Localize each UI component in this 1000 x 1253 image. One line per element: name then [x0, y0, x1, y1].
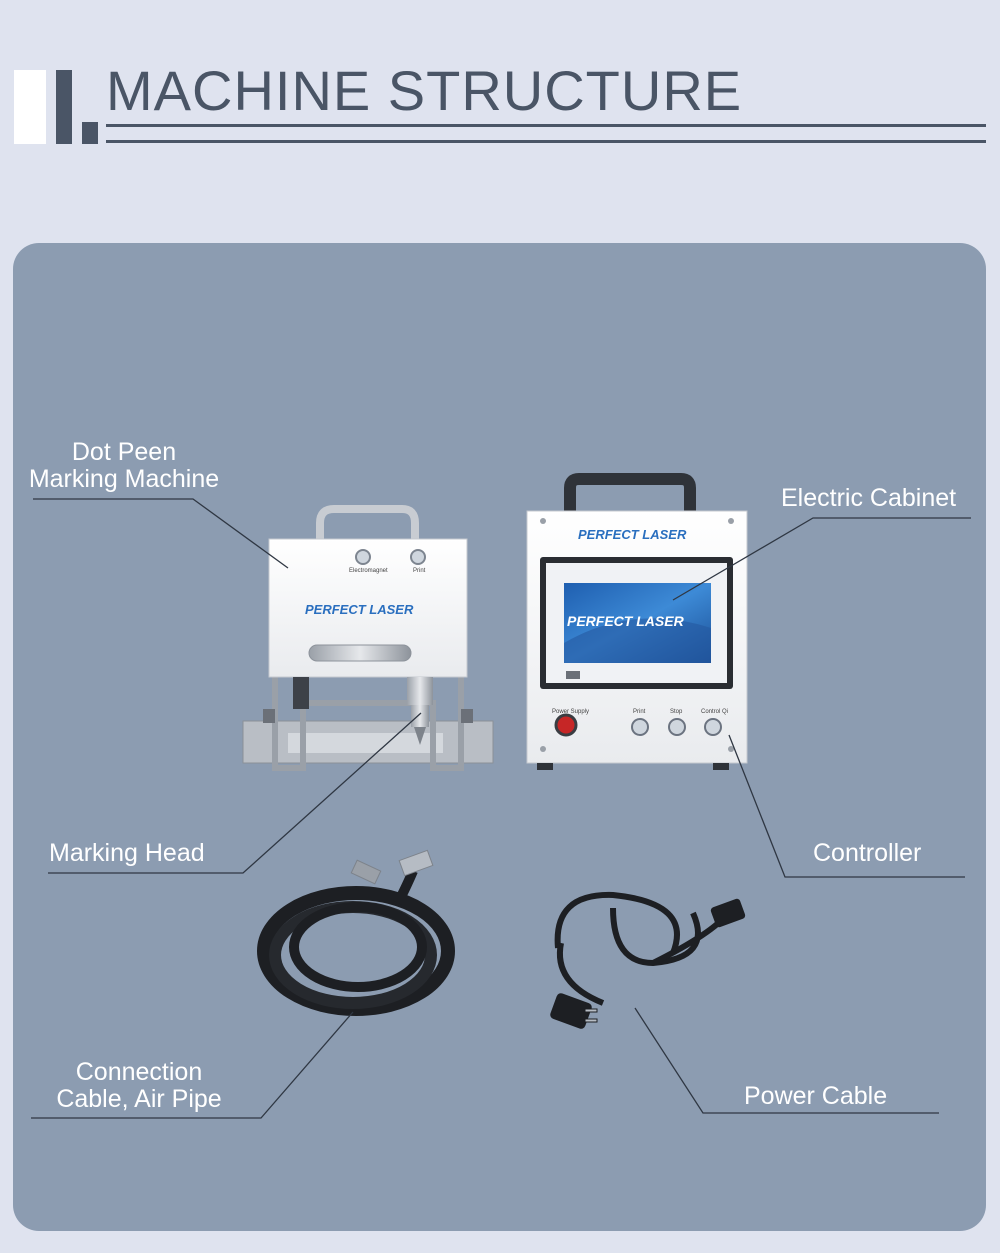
power-supply-label: Power Supply — [552, 709, 590, 715]
callout-electric-cabinet: Electric Cabinet — [781, 484, 957, 512]
power-cable — [550, 891, 746, 1029]
callout-dot-peen: Dot Peen Marking Machine — [23, 439, 225, 493]
brand-logo-cabinet: PERFECT LASER — [578, 527, 687, 542]
brand-logo-machine: PERFECT LASER — [305, 602, 414, 617]
brand-logo-screen: PERFECT LASER — [567, 613, 684, 629]
connection-cable-coil — [257, 849, 455, 1016]
electric-cabinet — [526, 473, 748, 770]
stop-label: Stop — [670, 709, 683, 715]
title-rule-bottom — [106, 140, 986, 143]
numeral-dot — [82, 122, 98, 144]
electromagnet-label: Electromagnet — [349, 568, 388, 574]
device-print-label: Print — [633, 709, 646, 715]
callout-power-cable: Power Cable — [744, 1082, 888, 1110]
section-header: MACHINE STRUCTURE — [0, 0, 1000, 170]
callout-connection-line1: Connection — [75, 1058, 203, 1086]
callout-connection-line2: Cable, Air Pipe — [56, 1085, 222, 1113]
structure-illustration — [31, 473, 971, 1119]
marking-machine — [242, 505, 494, 771]
callout-leader-lines — [31, 498, 971, 1119]
numeral-bar — [56, 70, 72, 144]
structure-panel: Electromagnet Print PERFECT LASER PERFEC… — [13, 243, 986, 1231]
page-title: MACHINE STRUCTURE — [106, 59, 743, 122]
callout-dot-peen-line1: Dot Peen — [71, 438, 177, 466]
title-rule-top — [106, 124, 986, 127]
callout-connection-cable: Connection Cable, Air Pipe — [41, 1059, 237, 1113]
numeral-block-white — [14, 70, 46, 144]
callout-marking-head: Marking Head — [49, 839, 205, 867]
callout-dot-peen-line2: Marking Machine — [28, 465, 220, 493]
print-label: Print — [413, 568, 426, 574]
control-qi-label: Control Qi — [701, 709, 729, 715]
callout-controller: Controller — [813, 839, 922, 867]
